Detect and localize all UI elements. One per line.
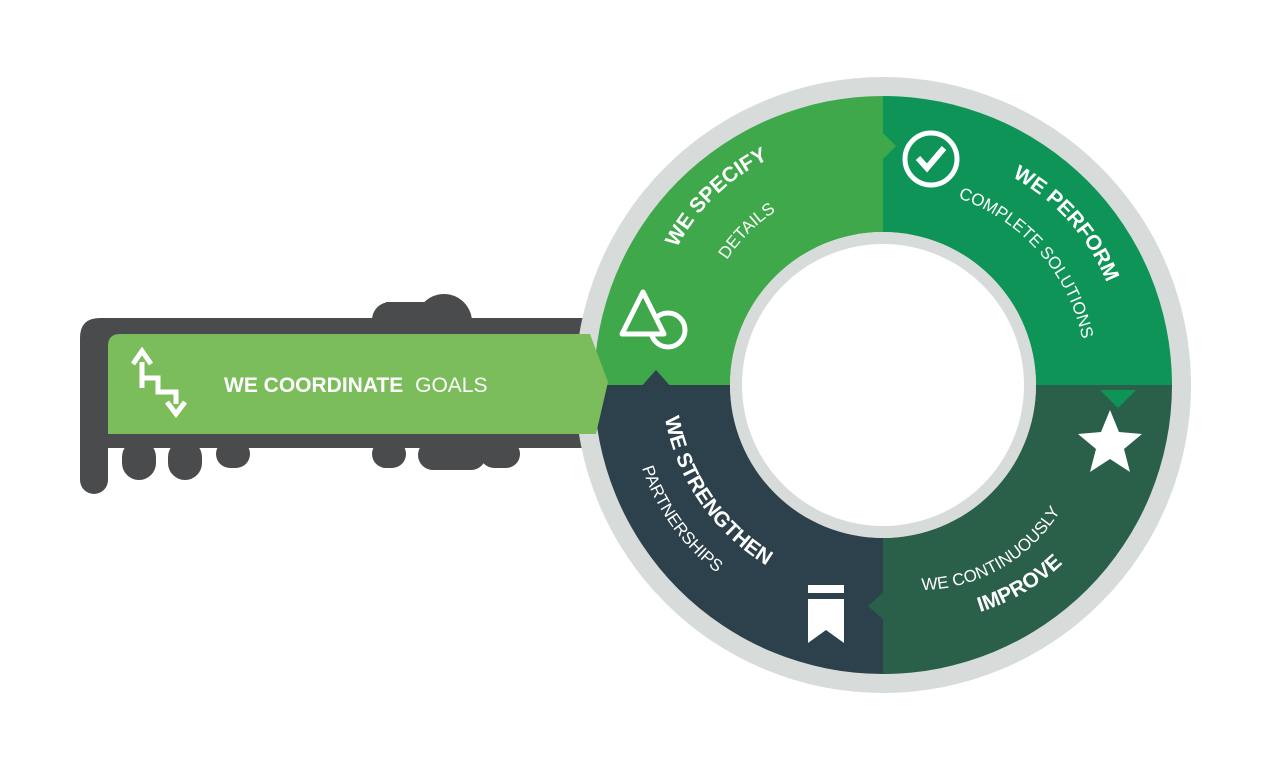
key-tooth-5 xyxy=(418,440,486,470)
arrow-notch-specify-to-perform xyxy=(878,128,896,164)
key-tooth-1 xyxy=(122,440,156,480)
key-bit-top-link xyxy=(386,302,446,320)
key-tooth-3 xyxy=(216,440,250,468)
route-arrows-icon xyxy=(130,346,187,419)
key-tooth-6 xyxy=(480,440,520,468)
check-circle-icon xyxy=(902,130,960,188)
key-tooth-4 xyxy=(372,440,406,468)
star-icon xyxy=(1078,410,1142,472)
triangle-circle-icon xyxy=(619,289,688,350)
coordinate-label: WE COORDINATE GOALS xyxy=(224,374,488,397)
key-tooth-2 xyxy=(168,440,202,480)
bookmark-icon xyxy=(808,585,844,643)
coordinate-bar xyxy=(108,334,608,434)
arrow-notch-improve-to-strengthen xyxy=(868,588,888,624)
arrow-notch-perform-to-improve xyxy=(1100,390,1136,408)
coordinate-bold: WE COORDINATE xyxy=(224,374,403,397)
arrow-notch-strengthen-to-specify xyxy=(640,370,672,388)
coordinate-light: GOALS xyxy=(415,374,487,397)
ring-center-hole xyxy=(742,244,1024,526)
